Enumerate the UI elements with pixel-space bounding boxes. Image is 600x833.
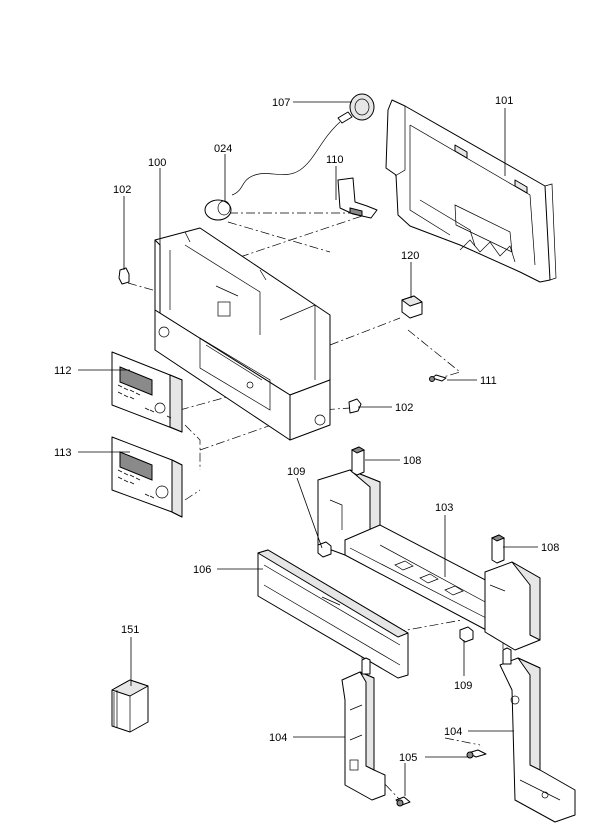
part-102-clip-left	[118, 267, 130, 285]
callout-024: 024	[214, 143, 232, 155]
callout-111: 111	[480, 375, 497, 387]
callout-113: 113	[54, 447, 72, 459]
callout-105: 105	[399, 752, 417, 764]
leader-lines	[78, 101, 538, 796]
callout-108: 108	[403, 455, 421, 467]
part-109-clip-upper	[317, 541, 332, 558]
part-104-bracket-left	[341, 657, 386, 801]
part-108-clip-top	[350, 446, 366, 476]
callout-102: 102	[395, 402, 413, 414]
callout-108: 108	[541, 542, 559, 554]
callout-104: 104	[444, 726, 462, 738]
callout-103: 103	[435, 502, 453, 514]
assembly-lines	[127, 212, 504, 801]
part-111-screw	[429, 374, 447, 382]
part-109-clip-lower	[459, 626, 474, 643]
part-112-control-module	[111, 351, 183, 433]
callout-labels: 107 101 024 100 110 102 120 112 111 102 …	[54, 95, 559, 764]
part-108-clip-right	[490, 534, 506, 564]
part-107-sensor-cap	[337, 93, 375, 124]
callout-120: 120	[401, 250, 419, 262]
part-110-clip	[337, 177, 378, 219]
part-104-bracket-right	[499, 647, 576, 823]
callout-102: 102	[113, 184, 131, 196]
part-100-main-housing	[154, 227, 331, 441]
part-024-sensor-with-cable	[204, 121, 341, 221]
callout-109: 109	[287, 466, 305, 478]
callout-101: 101	[495, 95, 513, 107]
part-102-clip-right	[348, 398, 362, 414]
callout-106: 106	[193, 564, 211, 576]
callout-112: 112	[54, 365, 72, 377]
callout-110: 110	[326, 154, 344, 166]
callout-107: 107	[272, 97, 290, 109]
part-120-connector	[401, 295, 423, 319]
part-151-box	[111, 679, 149, 733]
callout-109: 109	[454, 680, 472, 692]
callout-100: 100	[148, 157, 166, 169]
part-105-screws	[395, 749, 487, 807]
part-113-control-module	[111, 436, 183, 518]
part-106-front-panel	[257, 549, 409, 679]
part-103-lower-chassis	[317, 469, 541, 651]
callout-151: 151	[121, 624, 139, 636]
part-101-rear-frame	[385, 99, 557, 283]
callout-104: 104	[269, 732, 287, 744]
